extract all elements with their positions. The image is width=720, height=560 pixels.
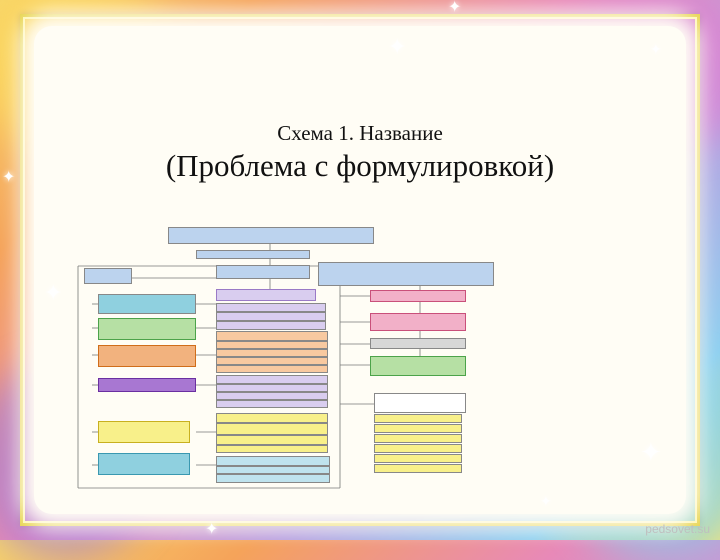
diagram-box xyxy=(216,365,328,373)
sparkle-icon: ✦ xyxy=(448,0,462,16)
diagram-box xyxy=(374,393,466,413)
diagram-box xyxy=(374,454,462,463)
diagram-box xyxy=(374,464,462,473)
diagram-box xyxy=(374,444,462,453)
diagram-box xyxy=(216,303,326,312)
diagram-box xyxy=(216,466,330,474)
diagram-box xyxy=(98,345,196,367)
diagram-box xyxy=(98,318,196,340)
diagram-box xyxy=(216,289,316,301)
diagram-box xyxy=(216,435,328,445)
diagram-box xyxy=(98,294,196,314)
sparkle-icon: ✦ xyxy=(540,495,552,510)
diagram-box xyxy=(98,453,190,475)
diagram-box xyxy=(216,375,328,384)
diagram-box xyxy=(216,400,328,408)
diagram-connectors xyxy=(77,244,421,489)
diagram-box xyxy=(216,456,330,466)
diagram-box xyxy=(216,384,328,392)
diagram-box xyxy=(98,421,190,443)
diagram-box xyxy=(216,341,328,349)
sparkle-icon: ✦ xyxy=(650,43,662,58)
sparkle-icon: ✦ xyxy=(388,34,407,59)
diagram-box xyxy=(370,338,466,349)
diagram-box xyxy=(216,474,330,483)
diagram-box xyxy=(216,349,328,357)
diagram-box xyxy=(374,434,462,443)
diagram-box xyxy=(216,445,328,453)
diagram-box xyxy=(318,262,494,286)
sparkle-icon: ✦ xyxy=(640,438,662,467)
diagram-box xyxy=(370,290,466,302)
diagram-box xyxy=(216,423,328,435)
diagram-box xyxy=(370,313,466,331)
diagram-box xyxy=(216,321,326,330)
slide-title: Схема 1. Название xyxy=(277,121,443,145)
diagram-box xyxy=(370,356,466,376)
slide-subtitle: (Проблема с формулировкой) xyxy=(165,148,555,183)
watermark: pedsovet.su xyxy=(645,522,710,536)
diagram-box xyxy=(216,413,328,423)
diagram-box xyxy=(216,331,328,341)
diagram-box xyxy=(84,268,132,284)
diagram-box xyxy=(98,378,196,392)
diagram-box xyxy=(216,265,310,279)
diagram-box xyxy=(374,424,462,433)
diagram-box xyxy=(196,250,310,259)
sparkle-icon: ✦ xyxy=(2,169,16,186)
diagram-box xyxy=(374,414,462,423)
diagram-box-top xyxy=(168,227,374,244)
diagram-box xyxy=(216,357,328,365)
diagram-box xyxy=(216,312,326,321)
diagram-box xyxy=(216,392,328,400)
sparkle-icon: ✦ xyxy=(205,521,219,538)
slide-frame xyxy=(20,14,700,526)
sparkle-icon: ✦ xyxy=(44,280,63,305)
